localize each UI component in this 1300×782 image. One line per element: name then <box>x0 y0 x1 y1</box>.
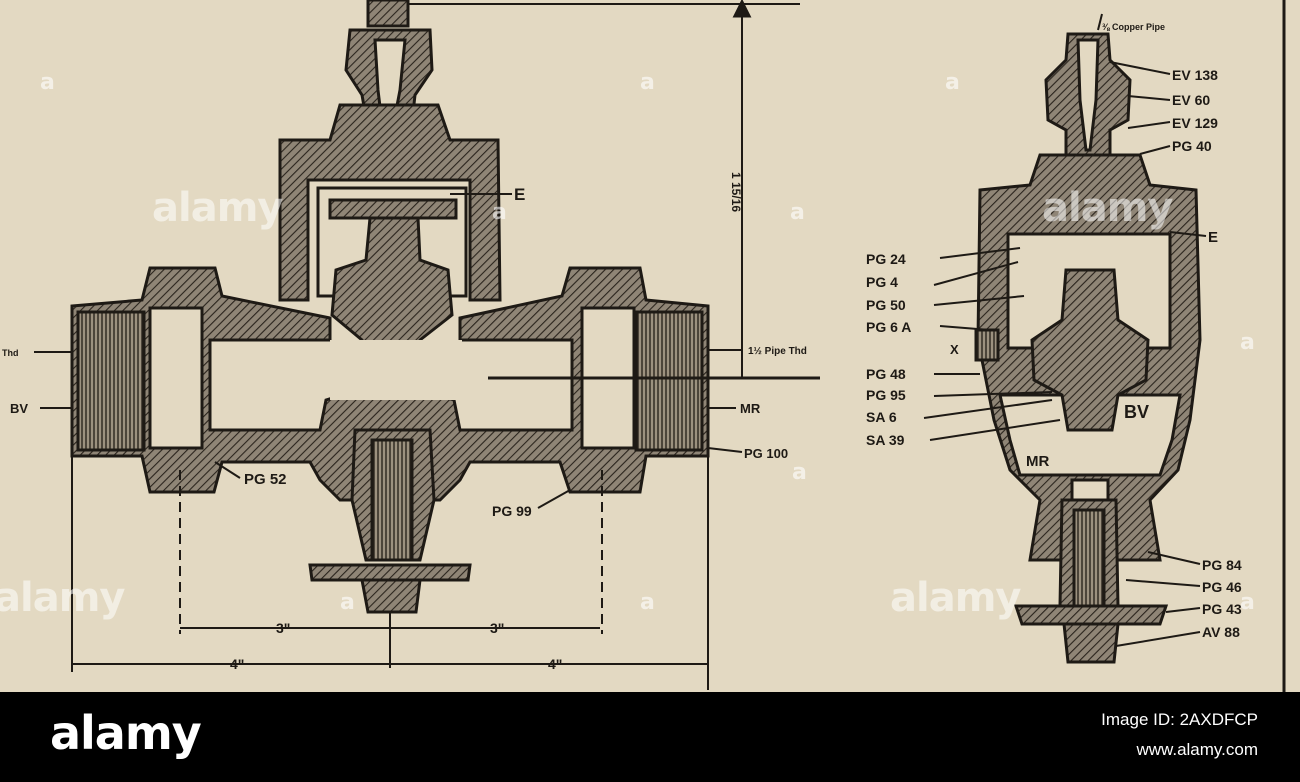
label-pipe-thd-left: Thd <box>2 348 19 358</box>
label-pg46: PG 46 <box>1202 579 1242 595</box>
label-ev129: EV 129 <box>1172 115 1218 131</box>
main-view-labels: E PG 52 PG 99 PG 100 MR BV Thd 1½ Pipe T… <box>2 172 807 672</box>
site-url[interactable]: www.alamy.com <box>1136 740 1258 759</box>
image-id: Image ID: 2AXDFCP <box>1101 710 1258 729</box>
label-copper-pipe: ⅜ Copper Pipe <box>1102 22 1165 32</box>
label-pg99: PG 99 <box>492 503 532 519</box>
footer-bar: alamy Image ID: 2AXDFCP www.alamy.com <box>0 692 1300 782</box>
watermark-mark: a <box>492 200 507 225</box>
side-section-view <box>923 13 1207 664</box>
watermark-mark: a <box>640 590 655 615</box>
label-pg40: PG 40 <box>1172 138 1212 154</box>
watermark-mark: a <box>790 200 805 225</box>
label-side-e: E <box>1208 229 1218 246</box>
label-sa39: SA 39 <box>866 432 905 448</box>
label-av88: AV 88 <box>1202 624 1240 640</box>
watermark-logo: alamy <box>0 575 125 621</box>
label-mr: MR <box>740 401 761 416</box>
label-pg4: PG 4 <box>866 274 898 290</box>
watermark-logo: alamy <box>152 185 283 231</box>
watermark-logo: alamy <box>890 575 1021 621</box>
diagram-plate: E PG 52 PG 99 PG 100 MR BV Thd 1½ Pipe T… <box>0 0 1300 692</box>
dimension-three-left: 3" <box>276 620 290 636</box>
label-pg6a: PG 6 A <box>866 319 911 335</box>
watermark-mark: a <box>792 460 807 485</box>
side-view-labels: ⅜ Copper Pipe EV 138 EV 60 EV 129 PG 40 … <box>866 22 1242 640</box>
dimension-three-right: 3" <box>490 620 504 636</box>
watermark-mark: a <box>340 590 355 615</box>
label-e: E <box>514 185 525 204</box>
watermark-mark: a <box>40 70 55 95</box>
dimension-four-left: 4" <box>230 656 244 672</box>
label-pg95: PG 95 <box>866 387 906 403</box>
label-pg84: PG 84 <box>1202 557 1242 573</box>
main-section-view <box>34 0 820 690</box>
label-x: X <box>950 342 959 357</box>
label-pg48: PG 48 <box>866 366 906 382</box>
label-pg52: PG 52 <box>244 471 287 488</box>
label-ev60: EV 60 <box>1172 92 1210 108</box>
label-pg43: PG 43 <box>1202 601 1242 617</box>
watermark-logo: alamy <box>1042 185 1173 231</box>
label-ev138: EV 138 <box>1172 67 1218 83</box>
label-bv: BV <box>10 401 28 416</box>
watermark-mark: a <box>1240 330 1255 355</box>
valve-drawing: E PG 52 PG 99 PG 100 MR BV Thd 1½ Pipe T… <box>2 0 1286 692</box>
label-pg24: PG 24 <box>866 251 906 267</box>
watermark-mark: a <box>1240 590 1255 615</box>
label-pipe-thd-right: 1½ Pipe Thd <box>748 346 807 357</box>
watermark-mark: a <box>945 70 960 95</box>
label-sa6: SA 6 <box>866 409 897 425</box>
label-side-mr: MR <box>1026 453 1049 470</box>
label-pg100: PG 100 <box>744 446 788 461</box>
footer-logo[interactable]: alamy <box>50 706 202 760</box>
label-pg50: PG 50 <box>866 297 906 313</box>
label-side-bv: BV <box>1124 402 1149 422</box>
dimension-four-right: 4" <box>548 656 562 672</box>
dimension-height: 1 15/16 <box>729 172 743 212</box>
watermark-mark: a <box>640 70 655 95</box>
